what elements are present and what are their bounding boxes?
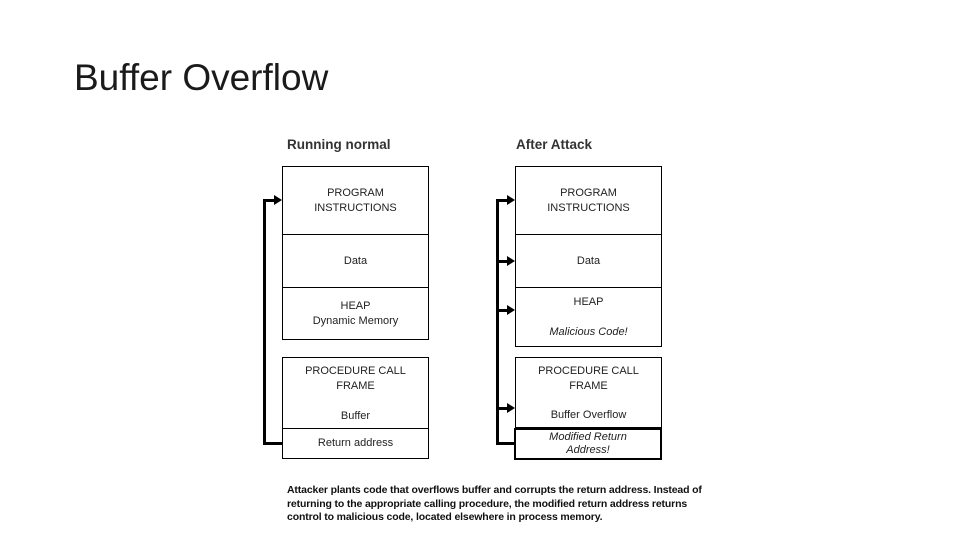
left-program-line2: INSTRUCTIONS bbox=[314, 201, 397, 214]
left-return-address-box: Return address bbox=[283, 429, 428, 458]
right-data-box: Data bbox=[516, 235, 661, 288]
left-connector-vertical-line bbox=[263, 199, 266, 445]
left-frame-line2: FRAME bbox=[336, 380, 375, 392]
page-title: Buffer Overflow bbox=[74, 57, 329, 98]
right-memory-stack-lower: PROCEDURE CALL FRAME Buffer Overflow bbox=[515, 357, 662, 428]
right-heap-line1: HEAP bbox=[573, 296, 604, 308]
right-connector-bottom-segment bbox=[496, 442, 516, 445]
right-program-instructions-box: PROGRAM INSTRUCTIONS bbox=[516, 167, 661, 235]
right-return-line1: Modified Return bbox=[549, 431, 627, 443]
right-connector-segment-data bbox=[496, 260, 509, 263]
right-arrowhead-data-icon bbox=[507, 256, 515, 266]
left-program-line1: PROGRAM bbox=[327, 186, 384, 199]
right-memory-stack-upper: PROGRAM INSTRUCTIONS Data HEAP Malicious… bbox=[515, 166, 662, 347]
right-malicious-code-label: Malicious Code! bbox=[549, 326, 628, 338]
caption-line-3: control to malicious code, located elsew… bbox=[287, 511, 603, 523]
right-connector-segment-buffer bbox=[496, 407, 509, 410]
right-buffer-overflow-label: Buffer Overflow bbox=[550, 409, 627, 421]
left-return-label: Return address bbox=[317, 437, 394, 449]
left-connector-top-segment bbox=[263, 199, 276, 202]
right-arrowhead-program-icon bbox=[507, 195, 515, 205]
right-connector-segment-heap bbox=[496, 309, 509, 312]
right-diagram-header: After Attack bbox=[516, 137, 593, 152]
left-memory-stack-upper: PROGRAM INSTRUCTIONS Data HEAP Dynamic M… bbox=[282, 166, 429, 340]
left-memory-stack-lower: PROCEDURE CALL FRAME Buffer Return addre… bbox=[282, 357, 429, 459]
right-procedure-call-frame-box: PROCEDURE CALL FRAME Buffer Overflow bbox=[516, 358, 661, 427]
right-arrowhead-heap-icon bbox=[507, 305, 515, 315]
right-modified-return-address-box: Modified Return Address! bbox=[514, 428, 662, 460]
right-program-line2: INSTRUCTIONS bbox=[547, 201, 630, 214]
caption-text: Attacker plants code that overflows buff… bbox=[287, 484, 702, 525]
left-program-instructions-box: PROGRAM INSTRUCTIONS bbox=[283, 167, 428, 235]
left-arrowhead-right-icon bbox=[274, 195, 282, 205]
left-buffer-label: Buffer bbox=[340, 410, 371, 422]
right-connector-vertical-line bbox=[496, 199, 499, 445]
right-frame-line2: FRAME bbox=[569, 380, 608, 392]
right-program-line1: PROGRAM bbox=[560, 186, 617, 199]
caption-line-1: Attacker plants code that overflows buff… bbox=[287, 484, 702, 496]
caption-line-2: returning to the appropriate calling pro… bbox=[287, 497, 688, 510]
right-data-label: Data bbox=[576, 254, 601, 267]
right-frame-line1: PROCEDURE CALL bbox=[538, 365, 639, 377]
left-frame-line1: PROCEDURE CALL bbox=[305, 365, 406, 377]
left-data-label: Data bbox=[343, 254, 368, 267]
left-heap-box: HEAP Dynamic Memory bbox=[283, 288, 428, 339]
left-connector-bottom-segment bbox=[263, 442, 283, 445]
left-heap-line2: Dynamic Memory bbox=[312, 314, 399, 327]
right-heap-box: HEAP Malicious Code! bbox=[516, 288, 661, 346]
left-data-box: Data bbox=[283, 235, 428, 288]
right-return-line2: Address! bbox=[566, 444, 610, 456]
right-connector-segment-program bbox=[496, 199, 509, 202]
right-arrowhead-buffer-icon bbox=[507, 403, 515, 413]
left-heap-line1: HEAP bbox=[340, 299, 371, 312]
left-procedure-call-frame-box: PROCEDURE CALL FRAME Buffer bbox=[283, 358, 428, 429]
left-diagram-header: Running normal bbox=[287, 137, 391, 152]
